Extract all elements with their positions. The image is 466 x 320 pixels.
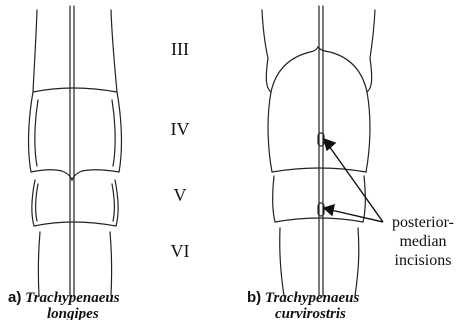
caption-a-letter: a) — [8, 289, 21, 306]
caption-b-genus: Trachypenaeus — [265, 290, 359, 306]
segment-label-v: V — [160, 186, 200, 204]
caption-b-species: curvirostris — [275, 306, 346, 320]
annotation-arrows — [324, 139, 383, 222]
caption-a-species-wrap: longipes — [0, 306, 150, 320]
caption-b-species-wrap: curvirostris — [240, 306, 400, 320]
caption-b: b) Trachypenaeus — [247, 290, 359, 306]
segment-label-iv: IV — [160, 120, 200, 138]
incision-annotation: posterior- median incisions — [380, 213, 466, 270]
caption-a: a) Trachypenaeus — [8, 290, 120, 306]
caption-b-letter: b) — [247, 289, 261, 306]
caption-a-species: longipes — [47, 306, 99, 320]
annotation-line-1: posterior- — [380, 213, 466, 232]
annotation-line-3: incisions — [380, 251, 466, 270]
caption-a-genus: Trachypenaeus — [25, 290, 119, 306]
annotation-line-2: median — [380, 232, 466, 251]
segment-label-vi: VI — [160, 242, 200, 260]
segment-label-iii: III — [160, 40, 200, 58]
